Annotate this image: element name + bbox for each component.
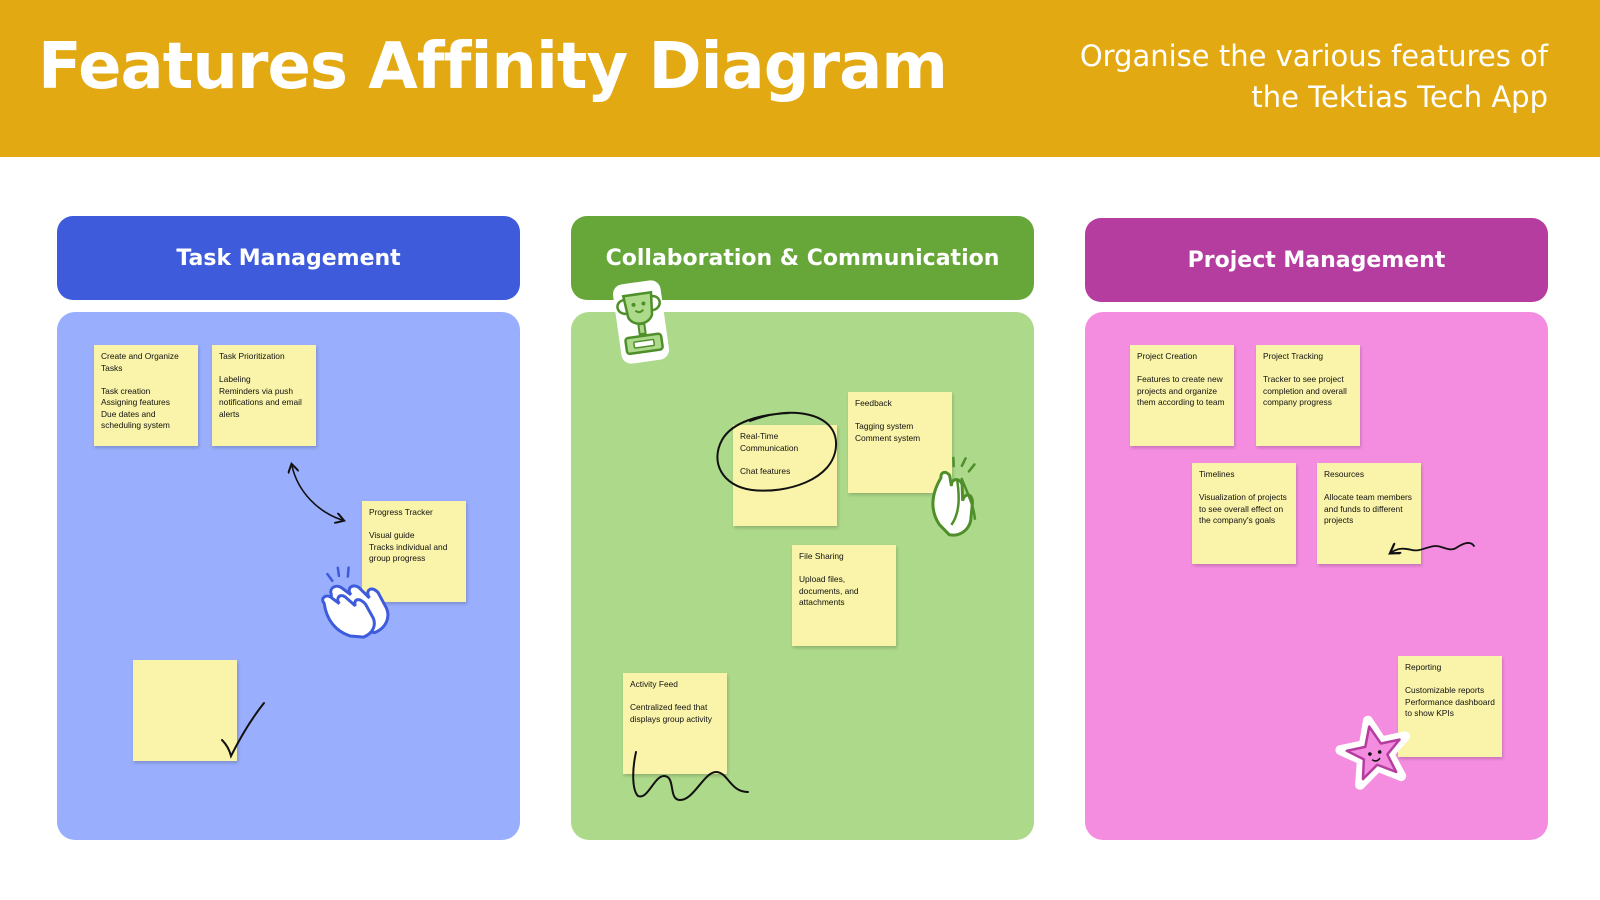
- note-title: Resources: [1324, 469, 1365, 479]
- sticky-note[interactable]: Real-Time Communication Chat features: [733, 425, 837, 526]
- column-label: Project Management: [1187, 247, 1446, 273]
- note-title: Timelines: [1199, 469, 1235, 479]
- note-body: Task creation Assigning features Due dat…: [101, 385, 170, 431]
- column-label: Task Management: [176, 245, 401, 271]
- note-title: Create and Organize Tasks: [101, 351, 179, 373]
- sticky-note[interactable]: Create and Organize Tasks Task creation …: [94, 345, 198, 446]
- page-title: Features Affinity Diagram: [38, 30, 948, 104]
- column-label: Collaboration & Communication: [605, 245, 1000, 271]
- note-body: Customizable reports Performance dashboa…: [1405, 685, 1495, 718]
- sticky-note[interactable]: Project Creation Features to create new …: [1130, 345, 1234, 446]
- sticky-note[interactable]: Task Prioritization Labeling Reminders v…: [212, 345, 316, 446]
- note-body: Upload files, documents, and attachments: [799, 574, 859, 607]
- note-body: Features to create new projects and orga…: [1137, 374, 1225, 407]
- column-header-collaboration: Collaboration & Communication: [571, 216, 1034, 300]
- note-body: Chat features: [740, 465, 791, 476]
- note-body: Labeling Reminders via push notification…: [219, 374, 302, 419]
- sticky-note[interactable]: Reporting Customizable reports Performan…: [1398, 656, 1502, 757]
- note-body: Tracker to see project completion and ov…: [1263, 374, 1347, 407]
- column-header-task-management: Task Management: [57, 216, 520, 300]
- note-title: Project Creation: [1137, 351, 1198, 361]
- page-subtitle: Organise the various features of the Tek…: [1079, 39, 1548, 114]
- sticky-note[interactable]: Resources Allocate team members and fund…: [1317, 463, 1421, 564]
- sticky-note[interactable]: Progress Tracker Visual guide Tracks ind…: [362, 501, 466, 602]
- note-title: Activity Feed: [630, 679, 678, 689]
- header-banner: Features Affinity Diagram Organise the v…: [0, 0, 1600, 157]
- sticky-note[interactable]: Project Tracking Tracker to see project …: [1256, 345, 1360, 446]
- sticky-note[interactable]: Feedback Tagging system Comment system: [848, 392, 952, 493]
- note-title: Project Tracking: [1263, 351, 1324, 361]
- note-title: Reporting: [1405, 662, 1442, 672]
- sticky-note[interactable]: Timelines Visualization of projects to s…: [1192, 463, 1296, 564]
- note-title: File Sharing: [799, 551, 844, 561]
- note-body: Allocate team members and funds to diffe…: [1324, 492, 1412, 525]
- note-body: Visual guide Tracks individual and group…: [369, 530, 448, 563]
- column-header-project-management: Project Management: [1085, 218, 1548, 302]
- note-title: Progress Tracker: [369, 507, 433, 517]
- sticky-note[interactable]: File Sharing Upload files, documents, an…: [792, 545, 896, 646]
- note-title: Feedback: [855, 398, 892, 408]
- sticky-note-blank[interactable]: [133, 660, 237, 761]
- note-body: Centralized feed that displays group act…: [630, 702, 712, 724]
- sticky-note[interactable]: Activity Feed Centralized feed that disp…: [623, 673, 727, 774]
- note-title: Real-Time Communication: [740, 431, 799, 453]
- note-body: Visualization of projects to see overall…: [1199, 492, 1287, 525]
- note-body: Tagging system Comment system: [855, 421, 921, 443]
- note-title: Task Prioritization: [219, 351, 285, 361]
